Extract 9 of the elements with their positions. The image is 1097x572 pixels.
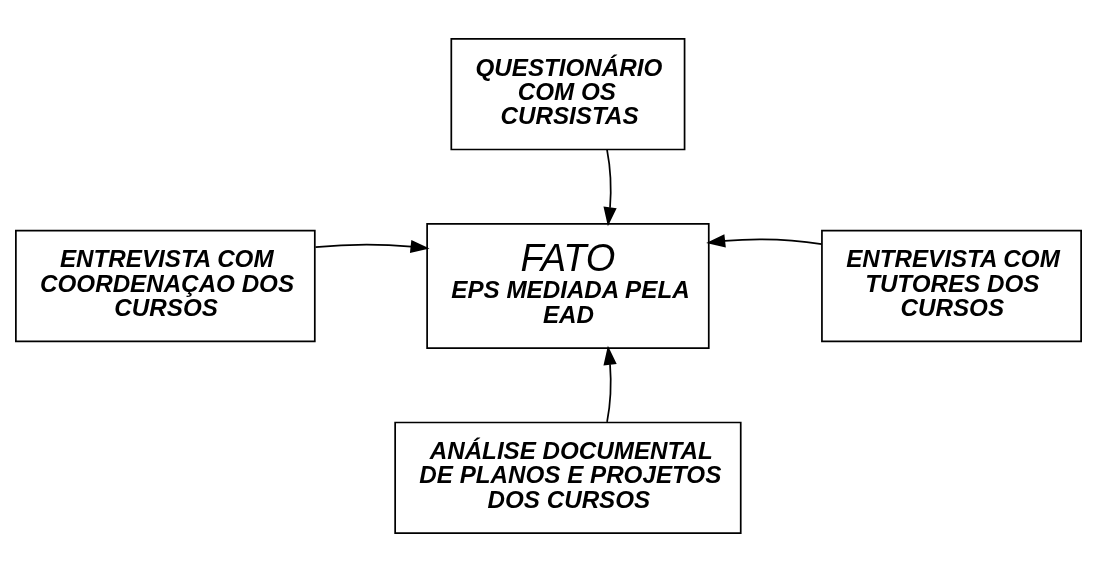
arrow xyxy=(314,239,430,254)
arrow xyxy=(603,149,617,227)
node-box: QUESTIONÁRIO COM OS CURSISTAS xyxy=(450,38,686,151)
arrow xyxy=(706,234,823,248)
arrow xyxy=(603,345,617,423)
node-box: ENTREVISTA COM COORDENAÇAO DOS CURSOS xyxy=(15,229,316,343)
node-box: FATO EPS MEDIADA PELA EAD xyxy=(426,222,710,350)
node-box: ANÁLISE DOCUMENTAL DE PLANOS E PROJETOS DOS CURSOS xyxy=(394,421,742,534)
node-box: ENTREVISTA COM TUTORES DOS CURSOS xyxy=(821,229,1082,343)
